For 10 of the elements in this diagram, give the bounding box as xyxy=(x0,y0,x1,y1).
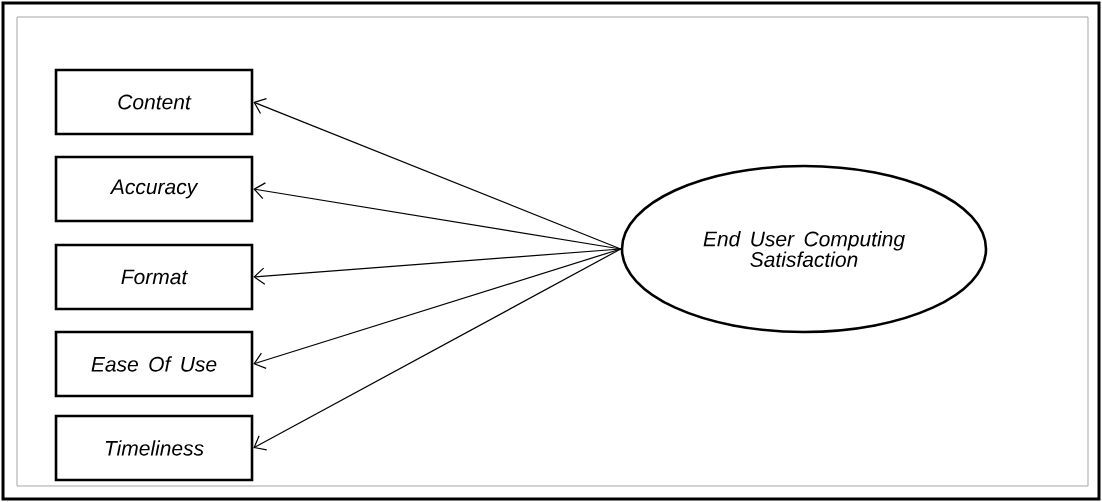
box-node: Content xyxy=(54,68,254,136)
arrow xyxy=(253,248,622,451)
box-node: Ease Of Use xyxy=(54,330,254,398)
box-node: Timeliness xyxy=(54,414,254,482)
arrow xyxy=(253,248,622,369)
box-node: Accuracy xyxy=(54,155,254,223)
arrow xyxy=(253,248,622,285)
arrow xyxy=(253,98,622,250)
box-node: Format xyxy=(54,243,254,311)
ellipse-node: End User Computing Satisfaction xyxy=(620,164,988,334)
